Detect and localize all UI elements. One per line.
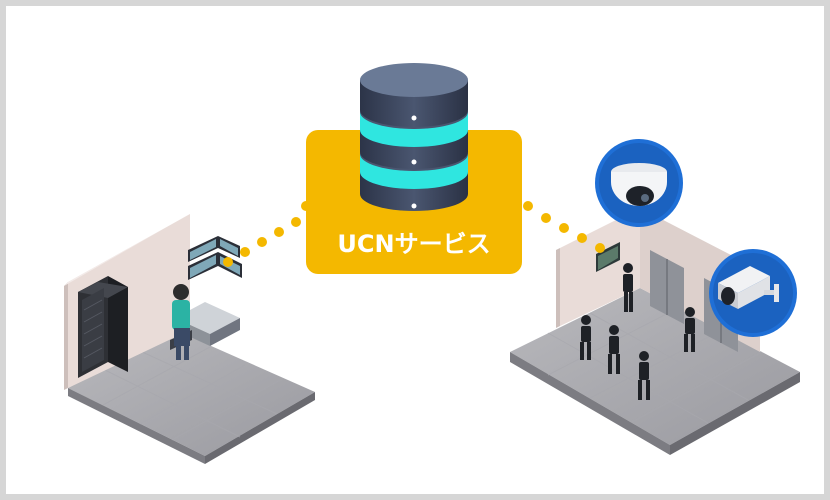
person-2: [580, 315, 591, 360]
database-server-icon: [360, 63, 468, 211]
server-rack: [78, 276, 128, 378]
monitoring-room-scene: [64, 214, 315, 464]
connector-left: [223, 201, 311, 267]
bullet-camera-icon: [709, 249, 797, 337]
person-4: [638, 351, 650, 400]
connector-right-dot-3: [559, 223, 569, 233]
connector-right: [523, 201, 605, 253]
connector-right-dot-4: [577, 233, 587, 243]
walking-people: [580, 263, 695, 400]
person-3: [608, 325, 620, 374]
connector-left-dot-3: [257, 237, 267, 247]
operator-person: [170, 284, 192, 360]
database-top: [360, 63, 468, 97]
connector-left-dot-1: [223, 257, 233, 267]
connector-left-dot-4: [274, 227, 284, 237]
connector-right-dot-2: [541, 213, 551, 223]
connector-left-dot-5: [291, 217, 301, 227]
person-5: [684, 307, 695, 352]
monitor-wall: [188, 236, 242, 280]
person-1: [623, 263, 633, 312]
connector-right-dot-1: [523, 201, 533, 211]
connector-right-dot-5: [595, 243, 605, 253]
left-floor: [68, 330, 315, 456]
dome-camera-icon: [595, 139, 683, 227]
service-label: UCNサービス: [337, 230, 490, 258]
connector-left-dot-2: [240, 247, 250, 257]
building-lobby-scene: [510, 208, 800, 455]
